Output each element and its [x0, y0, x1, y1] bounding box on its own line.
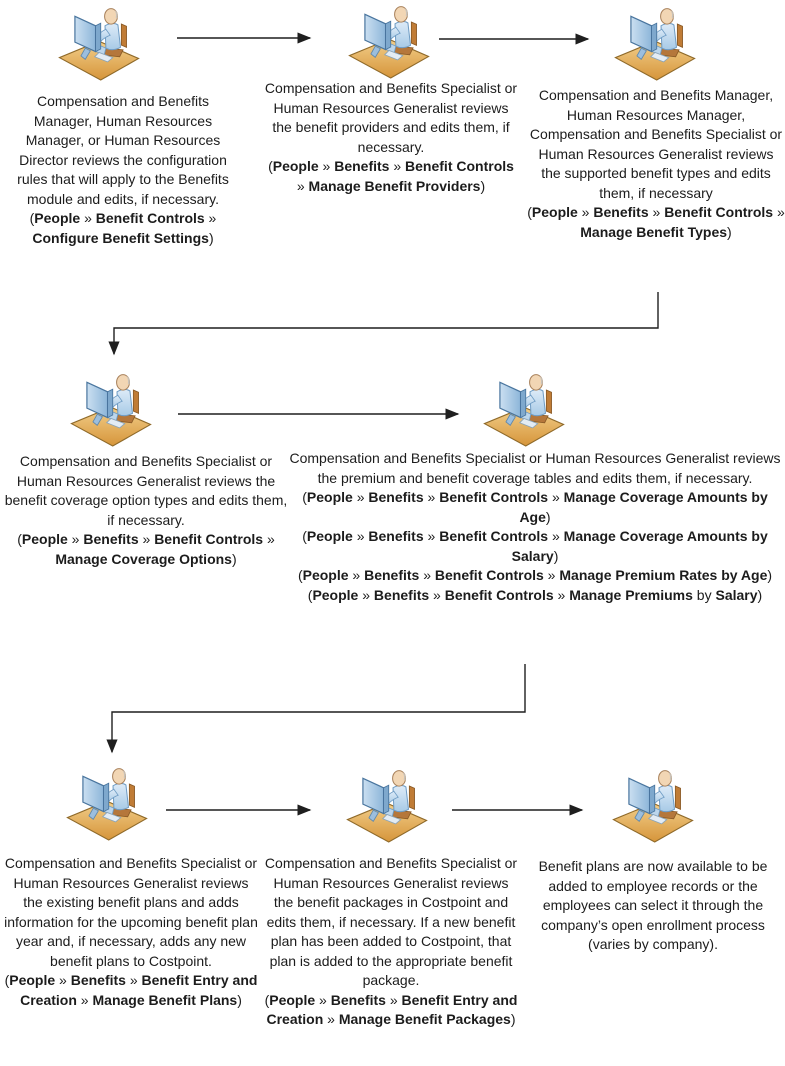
person-at-computer-icon [481, 370, 567, 448]
person-at-computer-icon [346, 2, 432, 80]
flow-step-7: Compensation and Benefits Specialist or … [263, 854, 519, 1030]
flow-step-8: Benefit plans are now available to be ad… [525, 857, 781, 955]
flow-step-5: Compensation and Benefits Specialist or … [289, 449, 781, 605]
step-menu-paths: (People » Benefits » Benefit Entry and C… [264, 991, 518, 1028]
step-menu-paths: (People » Benefits » Benefit Controls » … [268, 158, 514, 194]
flow-step-1: Compensation and Benefits Manager, Human… [8, 92, 238, 248]
step-description: Benefit plans are now available to be ad… [538, 858, 768, 952]
person-at-computer-icon [612, 4, 698, 82]
person-at-computer-icon [68, 370, 154, 448]
person-at-computer-icon [344, 766, 430, 844]
connector-step5-to-step6 [106, 664, 526, 754]
flow-step-2: Compensation and Benefits Specialist or … [263, 79, 519, 196]
person-at-computer-icon [56, 4, 142, 82]
step-description: Compensation and Benefits Specialist or … [4, 855, 258, 969]
step-menu-paths: (People » Benefits » Benefit Controls » … [297, 489, 773, 603]
step-menu-paths: (People » Benefit Controls » Configure B… [29, 210, 217, 246]
flow-step-4: Compensation and Benefits Specialist or … [2, 452, 290, 569]
step-menu-paths: (People » Benefits » Benefit Controls » … [17, 531, 275, 567]
step-description: Compensation and Benefits Specialist or … [4, 453, 288, 528]
step-description: Compensation and Benefits Manager, Human… [17, 93, 229, 207]
flow-step-3: Compensation and Benefits Manager, Human… [527, 86, 785, 242]
person-at-computer-icon [610, 766, 696, 844]
step-menu-paths: (People » Benefits » Benefit Entry and C… [4, 972, 258, 1008]
connector-step3-to-step4 [108, 292, 659, 356]
step-description: Compensation and Benefits Specialist or … [264, 855, 518, 988]
step-description: Compensation and Benefits Specialist or … [289, 450, 781, 486]
flow-step-6: Compensation and Benefits Specialist or … [2, 854, 260, 1010]
step-menu-paths: (People » Benefits » Benefit Controls » … [527, 204, 785, 240]
step-description: Compensation and Benefits Specialist or … [264, 80, 518, 155]
person-at-computer-icon [64, 764, 150, 842]
step-description: Compensation and Benefits Manager, Human… [529, 87, 783, 201]
